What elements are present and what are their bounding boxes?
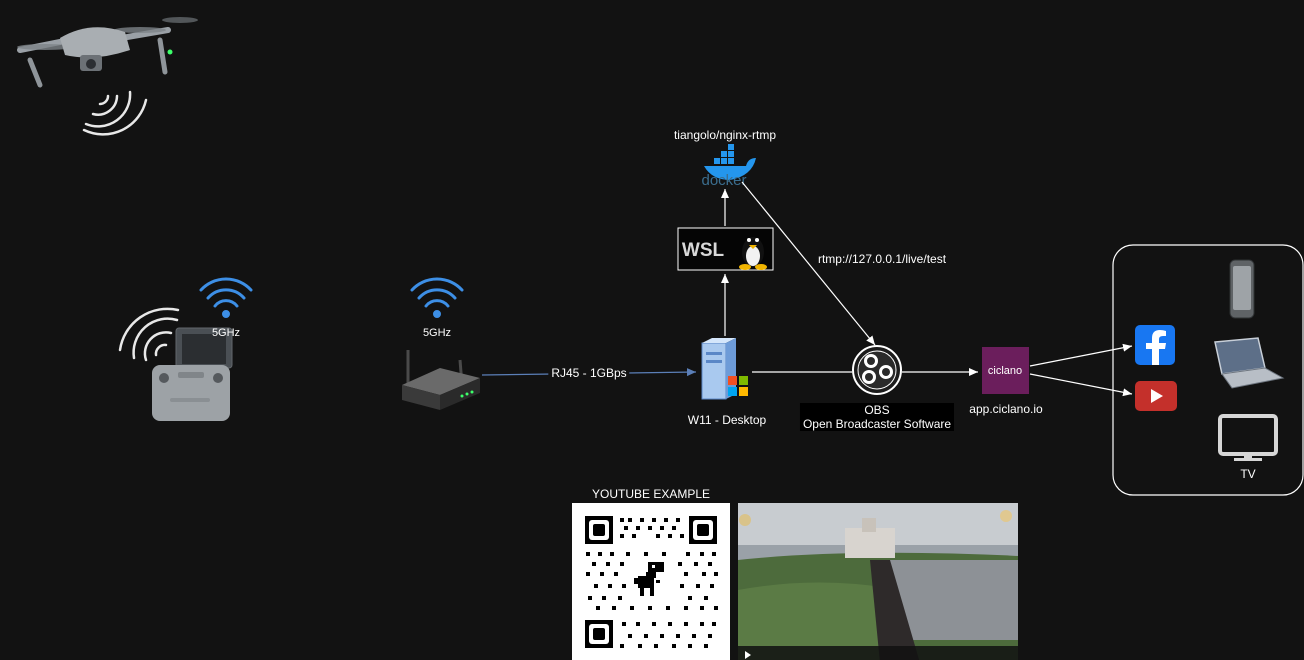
signal-icon — [82, 90, 148, 136]
obs-icon — [852, 345, 902, 395]
linux-tux-icon — [739, 237, 767, 270]
docker-image-label: tiangolo/nginx-rtmp — [673, 128, 777, 142]
wsl-text: WSL — [682, 240, 725, 261]
rtmp-url-label: rtmp://127.0.0.1/live/test — [814, 252, 950, 266]
obs-label: OBS Open Broadcaster Software — [799, 403, 955, 431]
phone-icon — [1229, 259, 1255, 319]
remote-controller-icon — [152, 327, 233, 421]
router-icon — [402, 350, 480, 410]
windows-desktop-icon — [701, 338, 748, 400]
ciclano-logo-text: ciclano — [988, 365, 1022, 377]
desktop-label: W11 - Desktop — [687, 413, 767, 427]
ciclano-logo — [982, 347, 1029, 394]
drone-icon — [17, 17, 198, 88]
arrow-ciclano-to-facebook — [1029, 343, 1133, 367]
tv-icon — [1218, 414, 1278, 461]
tv-label: TV — [1240, 467, 1256, 481]
wifi-icon — [199, 277, 253, 318]
obs-label-line2: Open Broadcaster Software — [802, 417, 952, 431]
laptop-icon — [1214, 337, 1285, 389]
youtube-icon — [1135, 381, 1177, 411]
facebook-icon — [1135, 325, 1175, 365]
wifi-icon — [410, 277, 464, 318]
wifi-controller-label: 5GHz — [211, 327, 241, 339]
docker-logo-text: docker — [701, 172, 746, 189]
youtube-example-label: YOUTUBE EXAMPLE — [591, 487, 711, 501]
arrow-ciclano-to-youtube — [1029, 373, 1133, 397]
audience-devices-panel — [1112, 244, 1304, 496]
wifi-router-label: 5GHz — [422, 327, 452, 339]
wsl-box: WSL — [677, 227, 774, 271]
obs-label-line1: OBS — [864, 403, 890, 417]
signal-icon — [118, 307, 180, 362]
docker-icon — [704, 144, 756, 180]
qr-code — [572, 503, 730, 660]
rj45-label: RJ45 - 1GBps — [548, 366, 630, 380]
arrow-docker-to-obs — [741, 181, 876, 346]
dino-icon — [634, 562, 664, 596]
ciclano-url-label: app.ciclano.io — [969, 402, 1043, 416]
video-thumbnail — [738, 503, 1018, 660]
